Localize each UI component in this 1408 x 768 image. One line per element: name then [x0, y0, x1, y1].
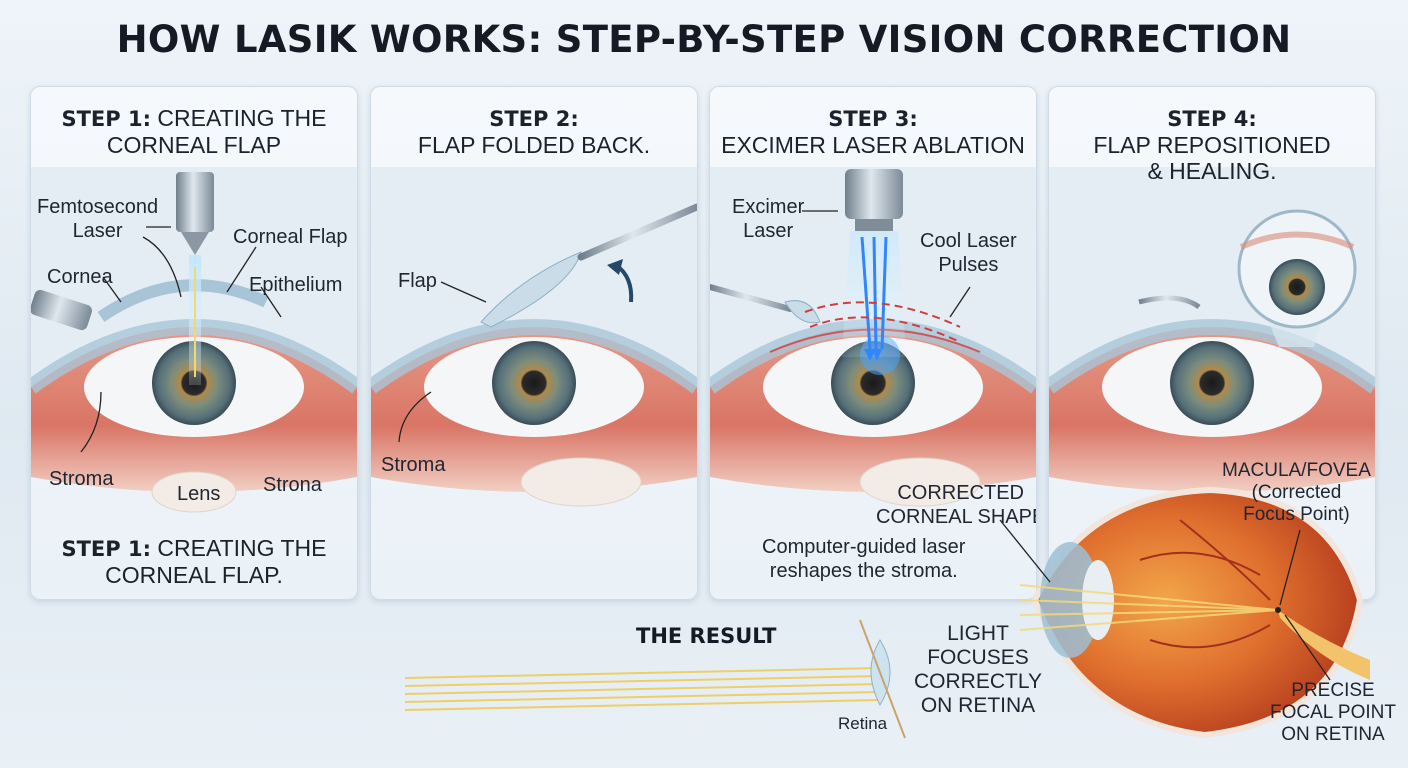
excimer-label-line1: Excimer	[732, 196, 805, 218]
cool-pulses-label: Cool Laser Pulses	[920, 229, 1017, 277]
stroma-label: Stroma	[381, 454, 446, 476]
corrected-shape-line1: CORRECTED	[897, 482, 1024, 504]
corrected-shape-label: CORRECTED CORNEAL SHAPE	[876, 481, 1037, 529]
step-4-number: STEP 4:	[1167, 107, 1257, 131]
spatula-icon	[577, 203, 697, 261]
flap-icon	[480, 251, 582, 328]
result-title: THE RESULT	[636, 624, 777, 648]
macula-line1: MACULA/FOVEA	[1222, 460, 1371, 481]
step-4-illustration	[1049, 167, 1375, 492]
step-2-illustration	[371, 167, 697, 507]
step-3-panel: STEP 3: EXCIMER LASER ABLATION Excimer L…	[709, 86, 1037, 600]
step-1-title: STEP 1: CREATING THE CORNEAL FLAP	[31, 105, 357, 158]
corneal-flap-label: Corneal Flap	[233, 226, 348, 248]
femtosecond-label-line1: Femtosecond	[37, 196, 159, 218]
strona-label: Strona	[263, 474, 322, 496]
iris-icon	[1170, 341, 1254, 425]
page-title: HOW LASIK WORKS: STEP-BY-STEP VISION COR…	[116, 18, 1292, 61]
step-3-illustration	[710, 167, 1036, 507]
step-4-title: STEP 4: FLAP REPOSITIONED & HEALING.	[1049, 105, 1375, 184]
light-focuses-line2: FOCUSES	[927, 646, 1029, 669]
macula-label: MACULA/FOVEA (Corrected Focus Point)	[1222, 460, 1371, 526]
step-3-title-line1: EXCIMER LASER ABLATION	[721, 132, 1025, 158]
computer-guided-line2: reshapes the stroma.	[769, 560, 958, 582]
step-1-caption-line1: CREATING THE	[157, 535, 327, 561]
step-1-title-line1: CREATING THE	[157, 105, 327, 131]
lens-label: Lens	[177, 483, 221, 505]
laser-nozzle-icon	[176, 172, 214, 232]
step-1-number: STEP 1:	[61, 107, 151, 131]
stroma-label: Stroma	[49, 468, 114, 490]
light-focuses-line3: CORRECTLY	[914, 670, 1042, 693]
precise-line2: FOCAL POINT	[1270, 702, 1396, 723]
step-3-title: STEP 3: EXCIMER LASER ABLATION	[710, 105, 1036, 158]
macula-line2: (Corrected	[1251, 482, 1342, 503]
instrument-icon	[31, 289, 92, 331]
computer-guided-label: Computer-guided laser reshapes the strom…	[762, 535, 965, 583]
step-1-caption-number: STEP 1:	[61, 537, 151, 561]
epithelium-label: Epithelium	[249, 274, 343, 296]
light-focuses-line1: LIGHT	[947, 622, 1009, 645]
macula-line3: Focus Point)	[1243, 504, 1350, 525]
step-2-title-line1: FLAP FOLDED BACK.	[417, 132, 651, 158]
light-focuses-line4: ON RETINA	[920, 694, 1036, 717]
excimer-nozzle-icon	[845, 169, 903, 219]
step-3-number: STEP 3:	[828, 107, 918, 131]
step-1-caption: STEP 1: CREATING THE CORNEAL FLAP.	[31, 535, 357, 588]
light-focuses-label: LIGHT FOCUSES CORRECTLY ON RETINA	[914, 622, 1042, 718]
iris-icon	[492, 341, 576, 425]
lens-icon	[870, 639, 891, 707]
step-1-panel: STEP 1: CREATING THE CORNEAL FLAP Femtos…	[30, 86, 358, 600]
precise-focal-label: PRECISE FOCAL POINT ON RETINA	[1270, 680, 1396, 746]
excimer-label-line2: Laser	[743, 220, 794, 242]
precise-line1: PRECISE	[1291, 680, 1375, 701]
step-1-illustration	[31, 167, 357, 513]
step-1-caption-line2: CORNEAL FLAP.	[105, 562, 283, 588]
step-2-panel: STEP 2: FLAP FOLDED BACK. Flap Stroma	[370, 86, 698, 600]
cool-pulses-line1: Cool Laser	[920, 230, 1017, 252]
corrected-shape-line2: CORNEAL SHAPE	[876, 506, 1037, 528]
computer-guided-line1: Computer-guided laser	[762, 536, 966, 558]
retina-label: Retina	[838, 714, 888, 733]
cool-pulses-line2: Pulses	[938, 254, 999, 276]
precise-line3: ON RETINA	[1281, 724, 1385, 745]
excimer-label: Excimer Laser	[732, 195, 804, 243]
step-4-title-line1: FLAP REPOSITIONED	[1093, 132, 1331, 158]
femtosecond-label-line2: Laser	[72, 220, 123, 242]
step-2-number: STEP 2:	[489, 107, 579, 131]
cornea-label: Cornea	[47, 266, 113, 288]
flap-label: Flap	[398, 270, 437, 292]
step-4-title-line2: & HEALING.	[1147, 158, 1277, 184]
step-1-title-line2: CORNEAL FLAP	[106, 132, 282, 158]
femtosecond-label: Femtosecond Laser	[37, 195, 158, 243]
step-2-title: STEP 2: FLAP FOLDED BACK.	[371, 105, 697, 158]
